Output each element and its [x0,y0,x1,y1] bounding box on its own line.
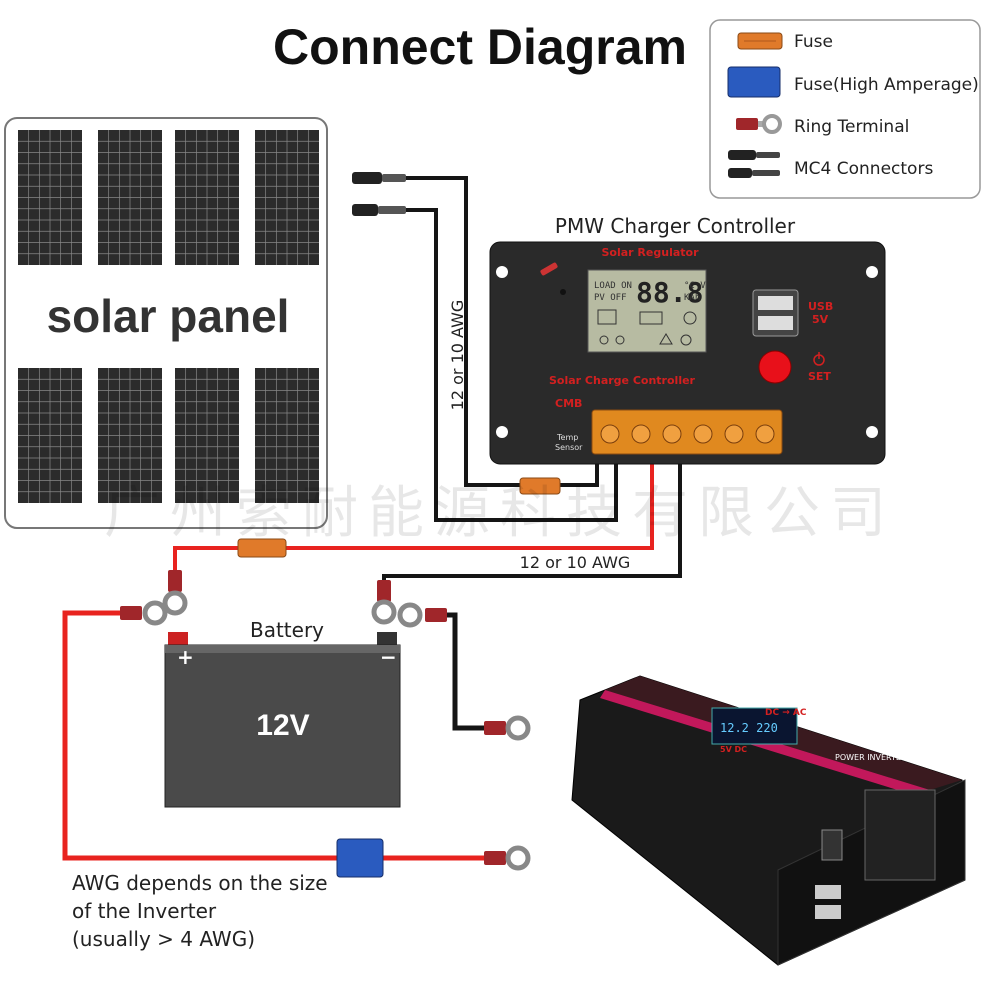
ring-terminal-icon [371,580,397,625]
battery: Battery + − 12V [164,618,401,808]
legend-fuse-label: Fuse [794,32,833,52]
ring-terminal-icon [120,600,168,626]
charge-controller: PMW Charger Controller Solar Regulator L… [489,214,886,465]
inverter-note-line3: (usually > 4 AWG) [72,927,255,951]
moon-icon [615,335,625,345]
mc4-connector-icon [352,172,406,216]
ring-terminal-icon [484,845,531,871]
inverter-usb-port [815,905,841,919]
battery-label: Battery [250,618,324,642]
battery-plus-sign: + [177,645,194,669]
bulb-icon [683,311,697,325]
battery-wire-gauge-label: 12 or 10 AWG [520,553,631,572]
ring-terminal-icon [397,602,447,628]
lcd-unit-bottom: KAh [684,293,700,303]
terminal-screw [662,424,682,444]
inverter-brand: POWER INVERTER [835,753,907,762]
page-title: Connect Diagram [273,19,687,75]
ac-socket [864,789,936,881]
mc4-connector-icon [728,150,780,178]
terminal-screw [693,424,713,444]
panel-wires [405,176,618,522]
controller-body-label: Solar Charge Controller [549,374,696,387]
inverter-positive-wire [62,610,485,861]
legend-ring-terminal-label: Ring Terminal [794,117,909,137]
inverter-usb-label: 5V DC [720,745,747,754]
set-button[interactable] [758,350,792,384]
terminal-block [591,409,783,455]
ring-terminal-icon [484,715,531,741]
terminal-screw [600,424,620,444]
inverter-note-line2: of the Inverter [72,899,217,923]
usb-voltage: 5V [812,313,829,326]
inverter-display-value: 12.2 220 [720,721,778,735]
fuse-icon [519,477,561,495]
high-amp-fuse-icon [727,66,781,98]
controller-brand: Solar Regulator [602,246,700,259]
usb-ports [752,289,799,337]
inverter-display [711,707,798,745]
warning-icon [659,333,673,345]
usb-label: USB [808,300,833,313]
watermark: 广州索耐能源科技有限公司 [104,481,896,546]
controller-lcd: LOAD ON PV OFF 88.8 °C V KAh [587,269,707,353]
solar-icon [597,309,617,325]
fuse-icon [737,32,783,50]
terminal-screw [631,424,651,444]
terminal-screw [724,424,744,444]
inverter-dc-ac: DC → AC [765,708,807,718]
solar-panel-label: solar panel [47,290,290,342]
terminal-screw [755,424,775,444]
clock-icon [680,334,692,346]
legend-mc4-label: MC4 Connectors [794,159,933,179]
legend: Fuse Fuse(High Amperage) Ring Terminal M… [709,19,981,199]
lcd-pv-label: PV OFF [594,293,627,303]
controller-model: CMB [555,397,582,410]
panel-wire-gauge-label: 12 or 10 AWG [448,300,467,411]
battery-icon [639,311,663,325]
inverter-negative-wire [447,612,485,731]
high-amp-fuse-icon [336,838,384,878]
power-inverter: 12.2 220 DC → AC POWER INVERTER 5V DC [571,675,966,966]
set-label: SET [808,370,831,383]
temp-label: Temp [556,433,578,442]
lcd-digits: 88.8 [636,276,703,309]
lcd-load-label: LOAD ON [594,281,632,291]
solar-panel: solar panel [4,117,328,529]
sensor-label: Sensor [555,443,583,452]
ring-terminal-icon [736,114,782,134]
legend-high-amp-fuse-label: Fuse(High Amperage) [794,75,979,95]
lcd-unit-top: °C V [684,281,706,291]
battery-positive-wire [173,455,654,585]
power-icon [813,352,825,366]
controller-heading: PMW Charger Controller [555,214,796,238]
battery-voltage: 12V [256,709,309,742]
inverter-usb-port [815,885,841,899]
fuse-icon [237,538,287,558]
power-switch[interactable] [821,829,843,861]
wrench-icon [540,262,558,276]
inverter-note-line1: AWG depends on the size [72,871,328,895]
sun-icon [599,335,609,345]
ring-terminal-icon [162,570,188,616]
battery-minus-sign: − [380,645,397,669]
